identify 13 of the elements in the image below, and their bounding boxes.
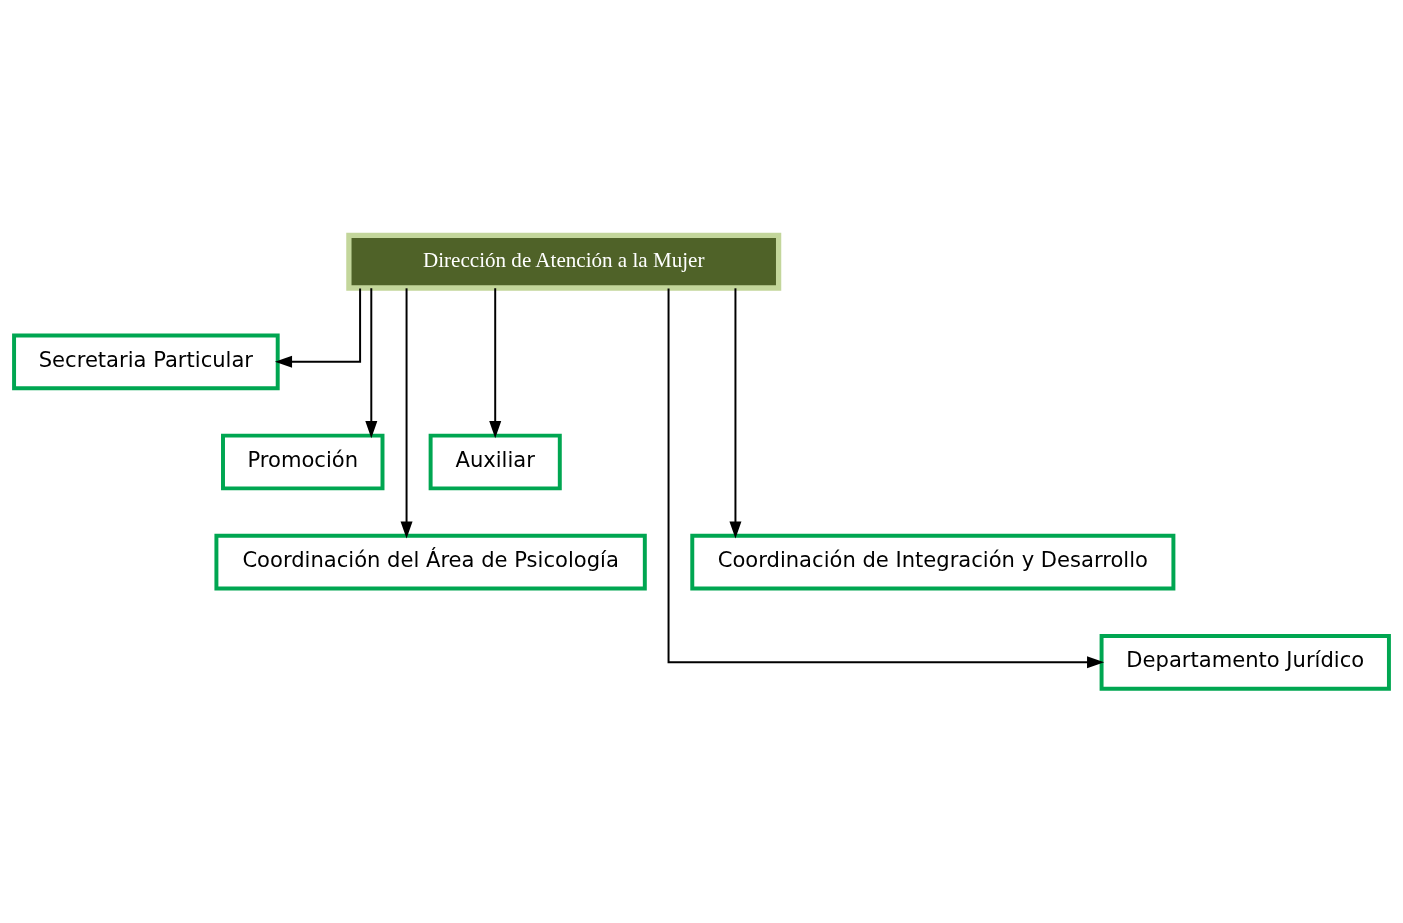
arrow (489, 286, 502, 438)
node-box: Coordinación del Área de Psicología (214, 533, 647, 591)
arrow (667, 287, 1105, 668)
node-box: Coordinación de Integración y Desarrollo (690, 533, 1176, 591)
node-box: Dirección de Atención a la Mujer (346, 232, 782, 291)
arrow (274, 287, 362, 368)
node-box: Secretaria Particular (12, 332, 280, 390)
node-box: Promoción (221, 433, 385, 490)
arrow (729, 286, 742, 539)
arrow (365, 286, 378, 438)
node-box: Auxiliar (428, 433, 562, 490)
node-box: Departamento Jurídico (1099, 633, 1391, 691)
arrow (400, 286, 413, 539)
